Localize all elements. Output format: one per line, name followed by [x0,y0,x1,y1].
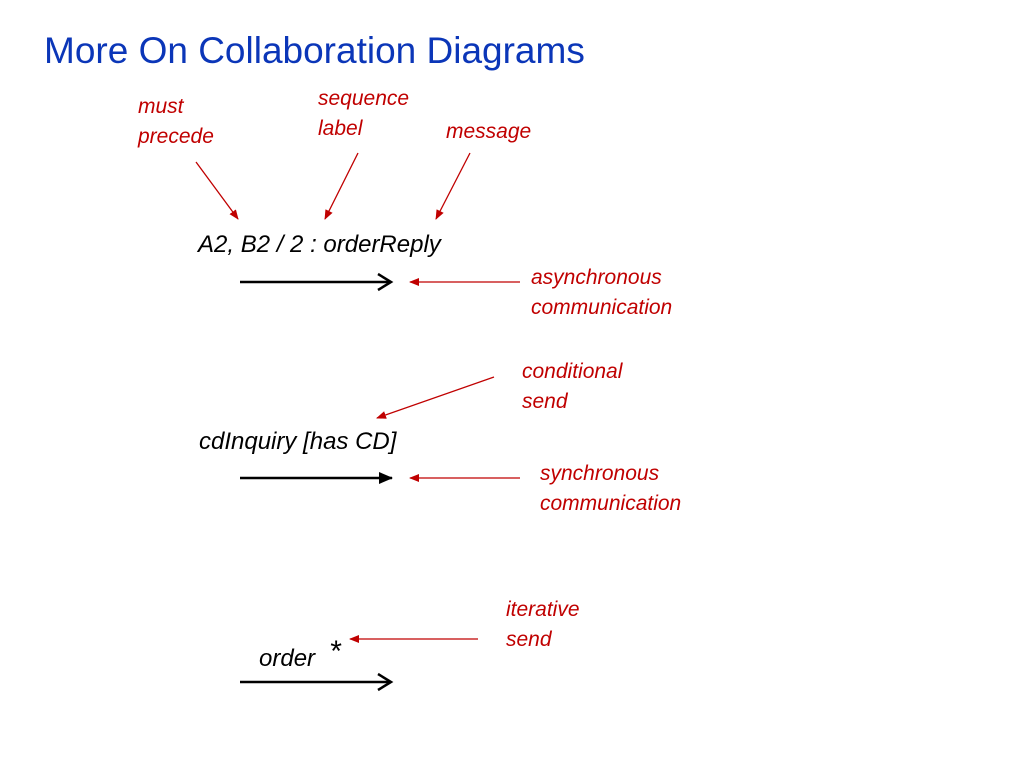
sync-message-label: cdInquiry [has CD] [199,428,397,455]
annotation-iterative: iterative send [506,598,580,651]
annotation-message: message [446,120,532,143]
pointer-must-precede [195,161,239,220]
iteration-star: * [329,635,341,668]
async-arrow [240,272,394,292]
annotation-sequence-label: sequence label [318,87,410,140]
iterative-arrow [240,672,394,692]
slide-title: More On Collaboration Diagrams [44,30,585,71]
annotation-asynchronous: asynchronous communication [531,266,673,319]
annotation-conditional: conditional send [522,360,623,413]
iterative-message-label: order [259,645,316,672]
annotation-must-precede: must precede [138,95,214,148]
async-message-label: A2, B2 / 2 : orderReply [198,231,441,258]
pointer-message [435,152,471,220]
pointer-sequence-label [324,152,359,220]
annotation-synchronous: synchronous communication [540,462,682,515]
pointer-conditional [376,376,495,419]
